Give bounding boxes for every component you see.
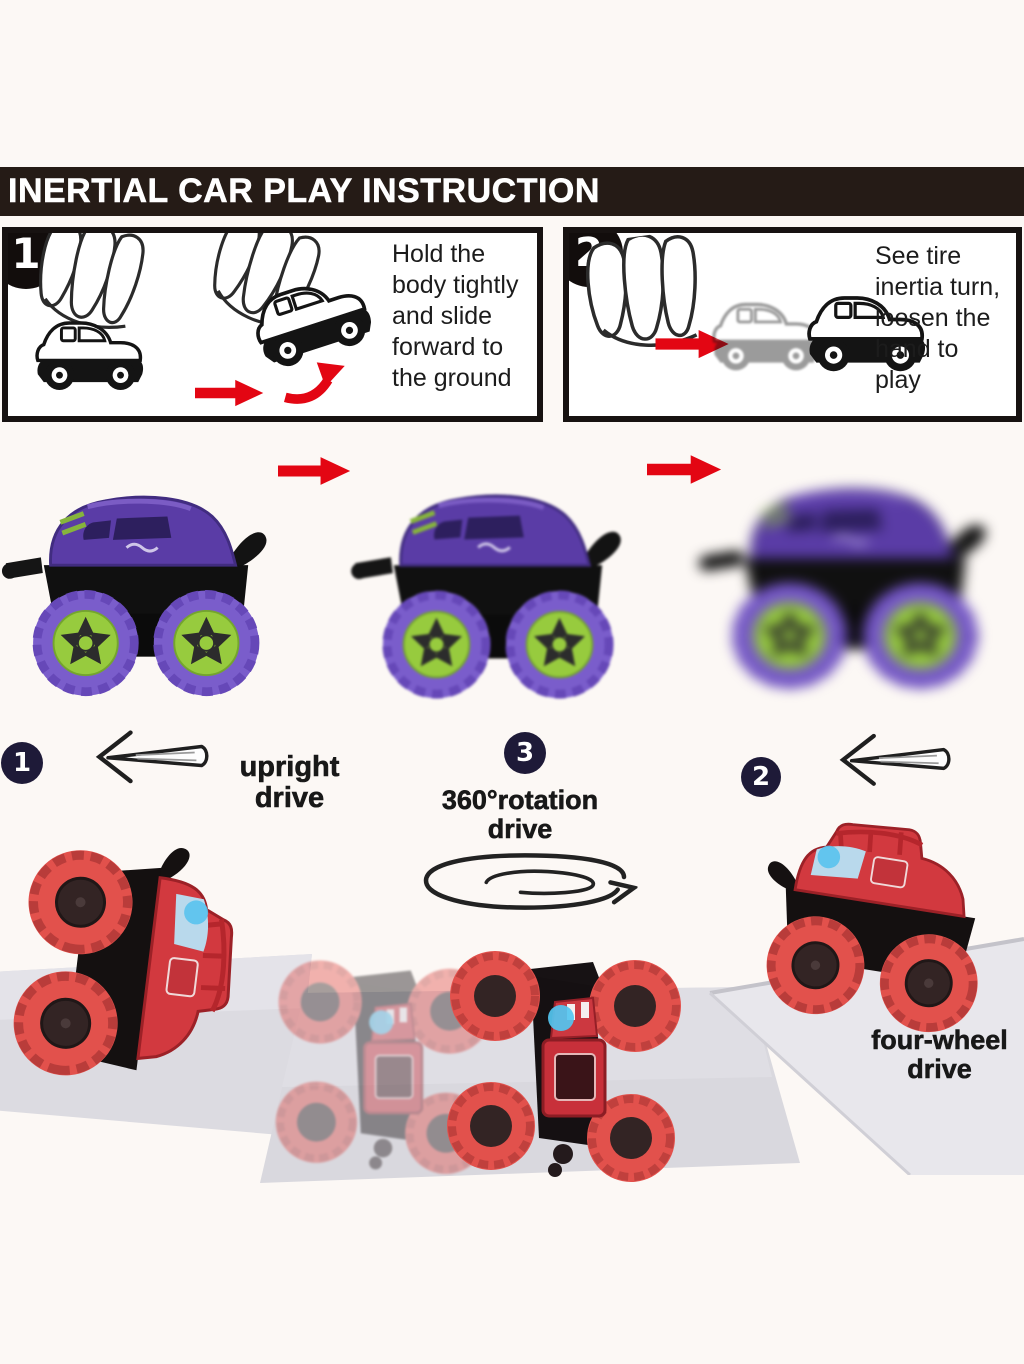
mode-2-label-line: drive [907,1053,972,1084]
mode-3-label-line: drive [487,813,553,844]
tumbling-truck-image [442,942,684,1182]
step-2-text-line: inertia turn, [875,273,1001,301]
open-hand-icon [574,227,724,385]
mode-1-badge: 1 [1,742,43,784]
red-arrow-right-icon [192,379,268,407]
step-1-text: Hold the body tightly and slide forward … [392,239,537,394]
mode-1-number: 1 [12,748,32,778]
mode-3-label-line: 360°rotation [441,785,599,815]
header-bar: INERTIAL CAR PLAY INSTRUCTION [0,167,1024,216]
step-1-text-line: forward to [392,333,504,361]
step-1-text-line: the ground [392,364,512,392]
mode-2-label-line: four-wheel [871,1025,1008,1055]
step-1-text-line: Hold the [392,240,486,268]
mode-3-number: 3 [515,738,535,768]
sketch-arrow-left-icon [826,728,954,790]
step-1-number: 1 [11,228,41,278]
red-arrow-right-icon [278,456,352,486]
page-title: INERTIAL CAR PLAY INSTRUCTION [8,172,600,211]
mode-3-badge: 3 [504,732,546,774]
mode-1-label-line: upright [239,751,340,783]
rotation-swirl-icon [402,850,648,922]
step-1-panel: 1 Hold the body tightly and slide forwar… [2,227,543,422]
mode-1-label: upright drive [212,751,367,814]
mode-1-label-line: drive [254,781,325,814]
step-1-text-line: body tightly [392,271,519,299]
step-2-panel: 2 See tire inertia turn, loosen the hand… [563,227,1022,422]
mode-2-badge: 2 [741,757,781,797]
red-arrow-curved-icon [280,351,350,407]
step-1-text-line: and slide [392,302,493,330]
step-2-text-line: hand to [875,335,959,363]
purple-truck-image-2-blurred [348,466,648,714]
purple-truck-image-1 [0,466,292,713]
step-2-text-line: loosen the [875,304,991,332]
step-2-text-line: See tire [875,242,962,270]
red-truck-four-wheel-image [720,779,1024,1058]
mode-2-label: four-wheel drive [852,1026,1024,1083]
toy-car-icon [26,311,154,399]
mode-3-label: 360°rotation drive [405,786,635,843]
mode-2-number: 2 [751,762,771,792]
purple-truck-image-3-motion-blur [677,460,1024,704]
sketch-arrow-left-icon [82,724,212,788]
step-2-text-line: play [875,366,921,394]
red-truck-upright-image [0,803,274,1131]
step-2-text: See tire inertia turn, loosen the hand t… [875,241,1016,396]
